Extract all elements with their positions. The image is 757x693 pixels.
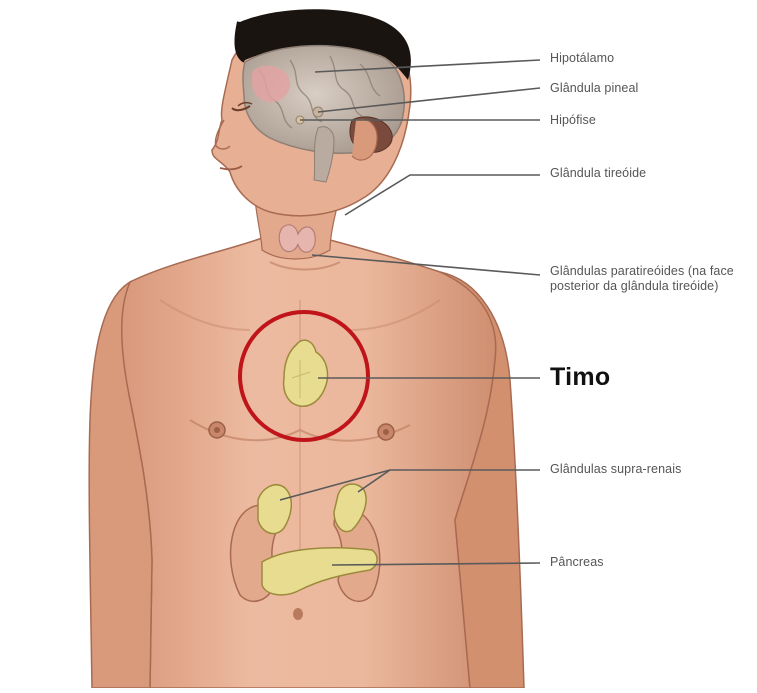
label-thymus: Timo bbox=[550, 363, 610, 391]
label-parathyroid: Glândulas paratireóides (na face posteri… bbox=[550, 264, 750, 294]
label-pituitary: Hipófise bbox=[550, 113, 596, 128]
label-pineal-gland: Glândula pineal bbox=[550, 81, 638, 96]
label-pancreas: Pâncreas bbox=[550, 555, 604, 570]
label-adrenal-glands: Glândulas supra-renais bbox=[550, 462, 681, 477]
navel bbox=[293, 608, 303, 620]
label-thyroid: Glândula tireóide bbox=[550, 166, 646, 181]
label-hypothalamus: Hipotálamo bbox=[550, 51, 614, 66]
